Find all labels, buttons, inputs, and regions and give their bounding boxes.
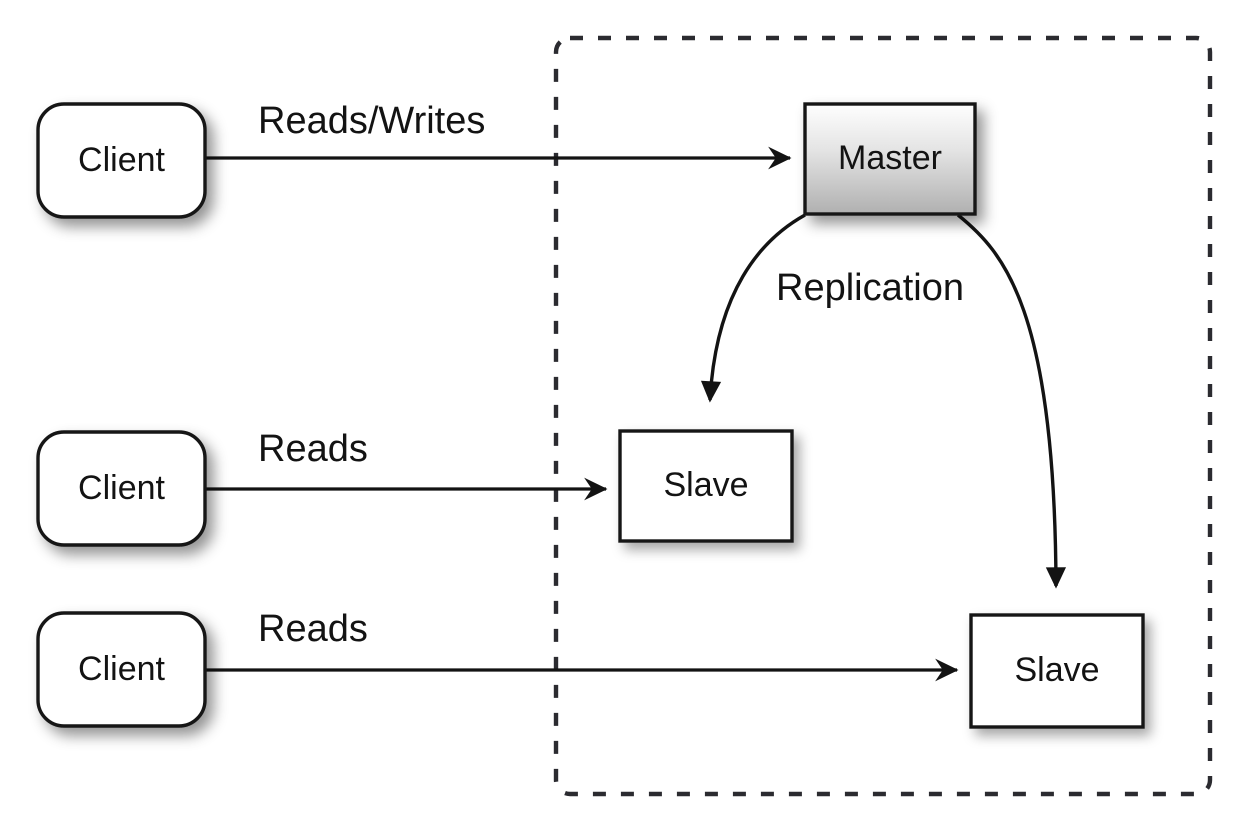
client-1-label: Client [78,141,165,179]
node-slave-2[interactable]: Slave [969,613,1145,729]
edge-label-replication: Replication [776,267,964,309]
node-client-1[interactable]: Client [36,102,207,219]
node-slave-1[interactable]: Slave [618,429,794,543]
edge-label-reads-1: Reads [258,428,368,470]
slave-2-label: Slave [1014,651,1099,689]
edge-curve-replication-left [700,213,806,403]
edge-label-reads-writes: Reads/Writes [258,100,485,142]
client-1-shape[interactable] [36,102,207,219]
slave-1-label: Slave [663,466,748,504]
node-master[interactable]: Master [803,102,977,216]
client-2-shape[interactable] [36,430,207,547]
edge-label-reads-2: Reads [258,608,368,650]
edge-curve-replication-right [956,213,1067,589]
slave-2-shape[interactable] [969,613,1145,729]
client-2-label: Client [78,469,165,507]
node-client-3[interactable]: Client [36,611,207,728]
master-shape[interactable] [803,102,977,216]
client-3-shape[interactable] [36,611,207,728]
edge-master-slave2 [956,213,1067,589]
database-cluster-boundary [553,35,1213,797]
client-3-label: Client [78,650,165,688]
master-label: Master [838,139,942,177]
node-client-2[interactable]: Client [36,430,207,547]
slave-1-shape[interactable] [618,429,794,543]
edge-master-slave1 [700,213,806,403]
